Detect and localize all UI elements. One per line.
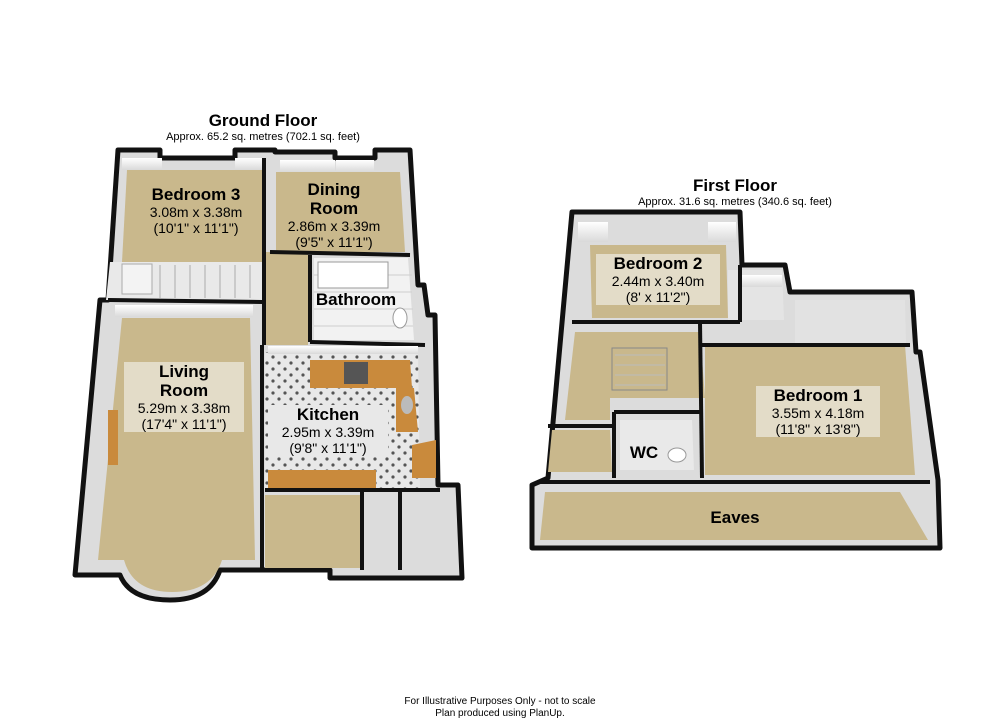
ground-floor-title: Ground Floor <box>208 111 318 130</box>
credit-text: Plan produced using PlanUp. <box>435 708 565 719</box>
bedroom-3-floor <box>122 170 262 262</box>
entrance-hall-floor <box>265 495 360 568</box>
room-name: Kitchen <box>296 405 360 424</box>
room-label-bedroom-2: Bedroom 2 2.44m x 3.40m (8' x 11'2") <box>596 254 720 305</box>
room-name: Eaves <box>710 508 760 527</box>
room-label-living-room: Living Room 5.29m x 3.38m (17'4" x 11'1"… <box>124 362 244 432</box>
room-label-wc: WC <box>622 443 666 462</box>
room-label-bedroom-3: Bedroom 3 3.08m x 3.38m (10'1" x 11'1") <box>136 185 256 236</box>
room-size-imperial: (17'4" x 11'1") <box>141 416 227 432</box>
room-name: Bedroom 3 <box>151 185 241 204</box>
room-label-eaves: Eaves <box>690 508 780 527</box>
room-size-metric: 2.95m x 3.39m <box>281 424 375 440</box>
room-size-metric: 2.44m x 3.40m <box>611 273 705 289</box>
room-name: Bedroom 1 <box>773 386 863 405</box>
room-size-imperial: (11'8" x 13'8") <box>775 421 861 437</box>
plan-footer: For Illustrative Purposes Only - not to … <box>0 696 1000 720</box>
ground-floor-area: Approx. 65.2 sq. metres (702.1 sq. feet) <box>166 131 360 143</box>
room-label-bedroom-1: Bedroom 1 3.55m x 4.18m (11'8" x 13'8") <box>756 386 880 437</box>
room-label-kitchen: Kitchen 2.95m x 3.39m (9'8" x 11'1") <box>268 405 388 456</box>
first-floor-title: First Floor <box>692 176 778 195</box>
first-floor-area: Approx. 31.6 sq. metres (340.6 sq. feet) <box>638 196 832 208</box>
room-name-line-2: Room <box>309 199 359 218</box>
first-floor-plan <box>529 209 943 551</box>
first-floor-header: First Floor Approx. 31.6 sq. metres (340… <box>600 176 870 209</box>
store-floor <box>404 505 458 570</box>
kitchen-worktop-bottom <box>268 470 376 488</box>
living-room-floor <box>98 318 255 592</box>
landing-floor <box>565 332 705 420</box>
cupboard-floor <box>548 430 612 472</box>
room-name: Dining <box>307 180 361 199</box>
porch-floor <box>368 500 398 568</box>
room-name-line-2: Room <box>159 381 209 400</box>
dining-room-floor <box>276 172 405 252</box>
hallway-floor <box>266 252 308 345</box>
disclaimer-text: For Illustrative Purposes Only - not to … <box>404 696 596 707</box>
room-size-imperial: (10'1" x 11'1") <box>153 220 239 236</box>
ground-floor-header: Ground Floor Approx. 65.2 sq. metres (70… <box>133 111 393 144</box>
room-size-metric: 2.86m x 3.39m <box>287 218 381 234</box>
room-size-metric: 3.55m x 4.18m <box>771 405 865 421</box>
ground-floor-plan <box>72 147 465 603</box>
room-name: Living <box>158 362 210 381</box>
room-size-imperial: (9'5" x 11'1") <box>295 234 373 250</box>
eaves-floor <box>540 492 928 540</box>
room-size-imperial: (8' x 11'2") <box>625 289 691 305</box>
room-size-metric: 5.29m x 3.38m <box>137 400 231 416</box>
room-label-dining-room: Dining Room 2.86m x 3.39m (9'5" x 11'1") <box>272 180 396 250</box>
room-label-bathroom: Bathroom <box>306 290 406 309</box>
room-size-imperial: (9'8" x 11'1") <box>289 440 367 456</box>
room-name: WC <box>629 443 659 462</box>
room-size-metric: 3.08m x 3.38m <box>149 204 243 220</box>
room-name: Bedroom 2 <box>613 254 703 273</box>
room-name: Bathroom <box>315 290 397 309</box>
